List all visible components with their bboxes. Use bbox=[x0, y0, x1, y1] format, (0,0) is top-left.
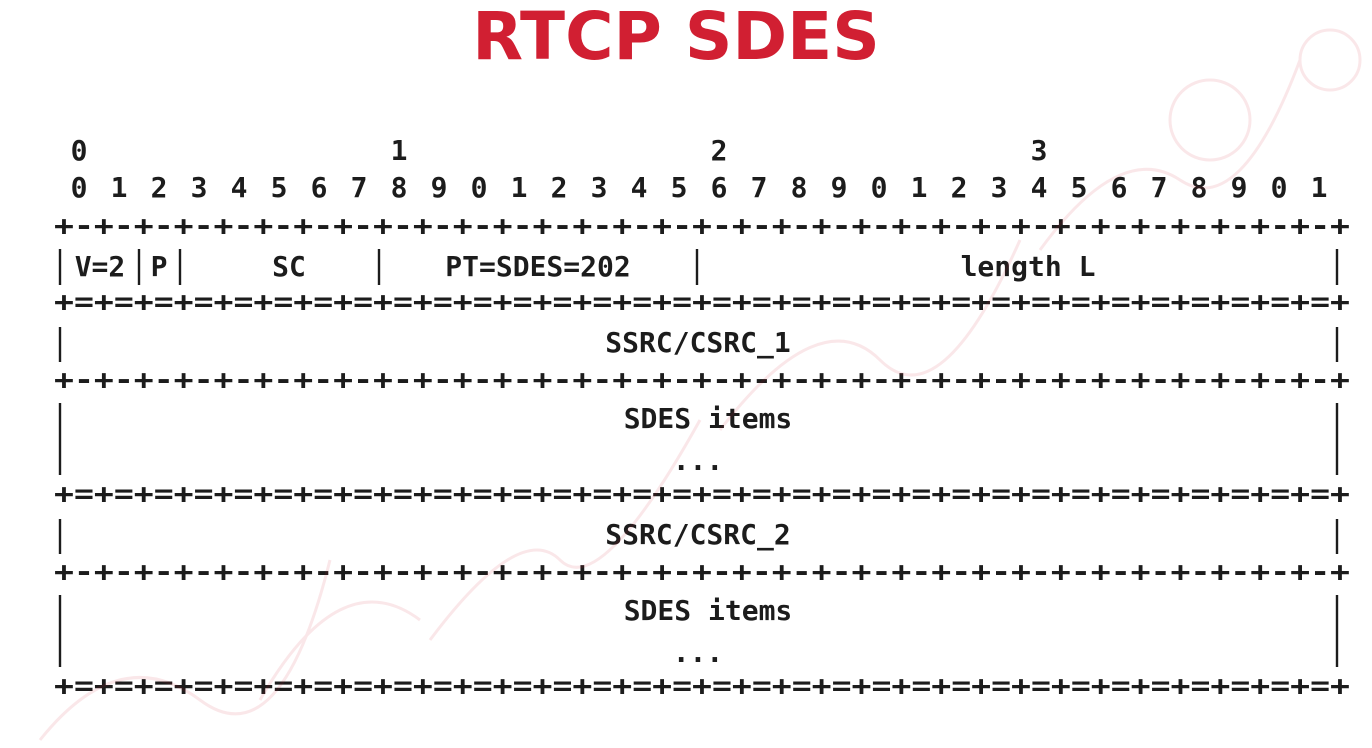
bit-ruler-tens: 0 1 2 3 bbox=[71, 134, 1048, 167]
bit-units-label: 2 bbox=[151, 171, 168, 204]
padding-field: P bbox=[151, 250, 168, 283]
bit-units-label: 6 bbox=[311, 171, 328, 204]
separator-thick: +=+=+=+=+=+=+=+=+=+=+=+=+=+=+=+=+=+=+=+=… bbox=[54, 285, 1350, 318]
bit-units-label: 9 bbox=[431, 171, 448, 204]
length-field: length L bbox=[961, 250, 1096, 283]
sdes-items-block-1: SDES items ... bbox=[58, 402, 1339, 477]
bit-units-label: 4 bbox=[631, 171, 648, 204]
sdes-items-ellipsis: ... bbox=[673, 444, 724, 477]
ssrc-csrc-2-label: SSRC/CSRC_2 bbox=[605, 518, 790, 551]
bit-units-label: 3 bbox=[191, 171, 208, 204]
bit-units-label: 7 bbox=[751, 171, 768, 204]
bit-units-label: 1 bbox=[511, 171, 528, 204]
page-title: RTCP SDES bbox=[472, 0, 880, 75]
ssrc-row-1: SSRC/CSRC_1 bbox=[58, 326, 1339, 362]
sdes-items-label: SDES items bbox=[624, 594, 793, 627]
bit-units-label: 7 bbox=[1151, 171, 1168, 204]
bit-tens-label: 0 bbox=[71, 134, 88, 167]
ssrc-csrc-1-label: SSRC/CSRC_1 bbox=[605, 326, 790, 359]
bit-units-label: 3 bbox=[991, 171, 1008, 204]
bit-units-label: 5 bbox=[671, 171, 688, 204]
version-field: V=2 bbox=[75, 250, 126, 283]
sdes-items-block-2: SDES items ... bbox=[58, 594, 1339, 669]
separator-thick: +=+=+=+=+=+=+=+=+=+=+=+=+=+=+=+=+=+=+=+=… bbox=[54, 477, 1350, 510]
bit-units-label: 0 bbox=[1271, 171, 1288, 204]
bit-units-label: 5 bbox=[1071, 171, 1088, 204]
separator-thick: +=+=+=+=+=+=+=+=+=+=+=+=+=+=+=+=+=+=+=+=… bbox=[54, 669, 1350, 702]
bit-units-label: 8 bbox=[391, 171, 408, 204]
bit-units-label: 2 bbox=[951, 171, 968, 204]
bit-units-label: 6 bbox=[1111, 171, 1128, 204]
bit-units-label: 1 bbox=[111, 171, 128, 204]
separator-thin: +-+-+-+-+-+-+-+-+-+-+-+-+-+-+-+-+-+-+-+-… bbox=[54, 209, 1350, 242]
bit-units-label: 7 bbox=[351, 171, 368, 204]
bit-units-label: 0 bbox=[71, 171, 88, 204]
bit-units-label: 0 bbox=[871, 171, 888, 204]
bit-units-label: 0 bbox=[471, 171, 488, 204]
separator-thin: +-+-+-+-+-+-+-+-+-+-+-+-+-+-+-+-+-+-+-+-… bbox=[54, 555, 1350, 588]
bit-tens-label: 3 bbox=[1031, 134, 1048, 167]
sdes-items-ellipsis: ... bbox=[673, 636, 724, 669]
bit-units-label: 1 bbox=[911, 171, 928, 204]
bit-units-label: 8 bbox=[1191, 171, 1208, 204]
bit-units-label: 9 bbox=[1231, 171, 1248, 204]
header-row: V=2 P SC PT=SDES=202 length L bbox=[58, 249, 1339, 285]
bit-units-label: 5 bbox=[271, 171, 288, 204]
sdes-items-label: SDES items bbox=[624, 402, 793, 435]
bit-tens-label: 2 bbox=[711, 134, 728, 167]
packet-type-field: PT=SDES=202 bbox=[445, 250, 630, 283]
bit-units-label: 4 bbox=[231, 171, 248, 204]
bit-units-label: 6 bbox=[711, 171, 728, 204]
ssrc-row-2: SSRC/CSRC_2 bbox=[58, 518, 1339, 554]
bit-units-label: 9 bbox=[831, 171, 848, 204]
source-count-field: SC bbox=[272, 250, 306, 283]
bit-units-label: 8 bbox=[791, 171, 808, 204]
bit-units-label: 4 bbox=[1031, 171, 1048, 204]
bit-units-label: 2 bbox=[551, 171, 568, 204]
bit-tens-label: 1 bbox=[391, 134, 408, 167]
separator-thin: +-+-+-+-+-+-+-+-+-+-+-+-+-+-+-+-+-+-+-+-… bbox=[54, 363, 1350, 396]
bit-units-label: 1 bbox=[1311, 171, 1328, 204]
bit-units-label: 3 bbox=[591, 171, 608, 204]
